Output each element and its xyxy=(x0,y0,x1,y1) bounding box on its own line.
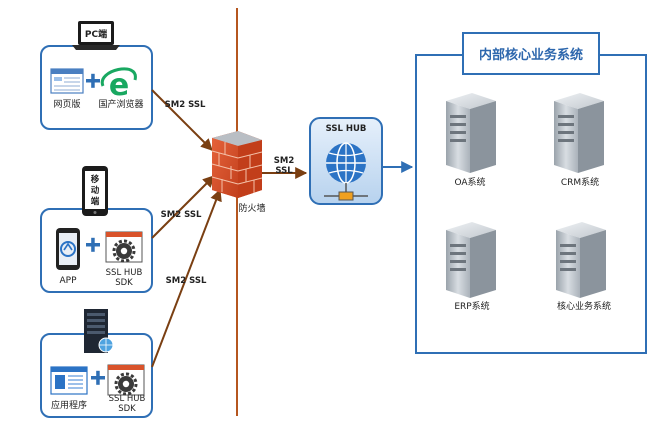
domestic-browser-label: 国产浏览器 xyxy=(98,98,143,110)
pc-device-label: PC端 xyxy=(85,28,107,40)
mobile-sdk-label-line-1: SSL HUB xyxy=(106,268,143,278)
mobile-link-line xyxy=(151,175,215,239)
server-app-client-group: 应用程序 SSL HUB SDK xyxy=(40,309,153,418)
ssl-hub-group: SSL HUB xyxy=(309,117,383,205)
globe-icon xyxy=(326,142,366,184)
plus-icon xyxy=(86,237,100,252)
svg-text:e: e xyxy=(109,68,129,103)
server-link-label: SM2 SSL xyxy=(166,276,207,286)
firewall-label: 防火墙 xyxy=(238,202,265,214)
mobile-phone-icon xyxy=(82,166,108,216)
server-label: 核心业务系统 xyxy=(557,300,611,312)
server-sdk-label-line-1: SSL HUB xyxy=(109,394,146,404)
browser-icon: e xyxy=(100,67,137,103)
sdk-gear-icon xyxy=(107,364,145,396)
firewall-icon xyxy=(211,131,263,198)
core-systems-title-box xyxy=(462,32,600,75)
pc-client-group: PC端 网页版 e 国产浏览器 xyxy=(40,21,153,130)
server-link-line xyxy=(151,188,222,368)
crm-server-icon xyxy=(554,93,604,173)
firewall-hub-label-line-1: SM2 xyxy=(274,156,295,166)
erp-server-icon xyxy=(446,222,496,298)
mobile-label-line-3: 端 xyxy=(91,196,100,207)
sdk-gear-icon xyxy=(105,231,143,263)
oa-server-icon xyxy=(446,93,496,173)
plus-icon xyxy=(91,370,105,385)
server-label: OA系统 xyxy=(454,176,485,188)
connector-icon xyxy=(324,183,368,201)
app-server-icon xyxy=(84,309,114,353)
mobile-label-line-2: 动 xyxy=(91,185,100,196)
application-label: 应用程序 xyxy=(51,399,87,411)
web-page-icon xyxy=(50,68,84,94)
core-business-server-icon xyxy=(556,222,606,298)
mobile-sdk-label-line-2: SDK xyxy=(115,278,133,288)
server-label: CRM系统 xyxy=(561,176,599,188)
server-sdk-label-line-2: SDK xyxy=(118,404,136,414)
mobile-client-group: 移 动 端 APP SSL HUB SDK xyxy=(40,166,153,293)
pc-link-label: SM2 SSL xyxy=(165,100,206,110)
mobile-label-line-1: 移 xyxy=(91,174,100,185)
app-label: APP xyxy=(59,276,77,286)
firewall-hub-label-line-2: SSL xyxy=(275,166,293,176)
application-window-icon xyxy=(50,366,88,395)
server-label: ERP系统 xyxy=(454,300,489,312)
plus-icon xyxy=(86,73,100,88)
ssl-hub-title: SSL HUB xyxy=(326,124,367,134)
app-phone-icon xyxy=(56,228,80,270)
mobile-link-label: SM2 SSL xyxy=(161,210,202,220)
laptop-icon xyxy=(72,21,120,50)
web-version-label: 网页版 xyxy=(53,98,80,110)
core-systems-group: 内部核心业务系统 OA系统 CRM系统 ERP系统 xyxy=(415,32,647,354)
core-systems-title: 内部核心业务系统 xyxy=(479,47,583,63)
pc-link-line xyxy=(151,89,213,151)
